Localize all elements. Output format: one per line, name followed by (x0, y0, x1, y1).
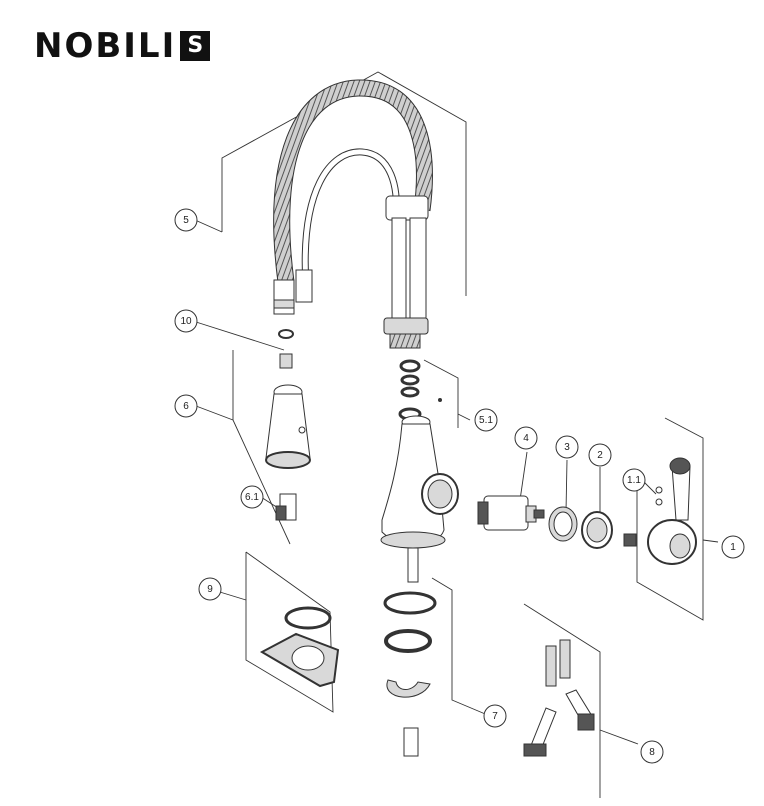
group-frame-7 (431, 577, 491, 717)
lever-handle-part (647, 457, 697, 565)
callout-circle (483, 704, 507, 728)
callout-label: 1 (730, 542, 736, 553)
callout-circle (555, 435, 579, 459)
callout-2: 2 (588, 443, 612, 467)
group-frame-5-1 (423, 359, 459, 428)
callout-label: 8 (649, 747, 655, 758)
callout-label: 4 (523, 433, 529, 444)
cap-nut-part (581, 511, 613, 549)
spout-cone-part (265, 384, 311, 469)
callout-circle (588, 443, 612, 467)
group-frame-9 (245, 551, 334, 713)
callout-label: 9 (207, 584, 213, 595)
group-frame-1 (636, 417, 704, 621)
callout-5-1: 5.1 (474, 408, 498, 432)
callout-8: 8 (640, 740, 664, 764)
callout-10: 10 (174, 309, 198, 333)
callout-circle (198, 577, 222, 601)
ring-part (548, 506, 578, 542)
faucet-body-part (380, 415, 459, 583)
brand-logo-mark: S (180, 31, 211, 61)
o-rings-part (398, 359, 422, 421)
group-frame-8 (523, 603, 601, 798)
callout-circle (174, 394, 198, 418)
cartridge-part (477, 495, 545, 531)
callout-label: 10 (180, 316, 192, 327)
callout-1: 1 (721, 535, 745, 559)
clip-part (275, 493, 297, 521)
callout-label: 5.1 (479, 415, 493, 426)
callout-9: 9 (198, 577, 222, 601)
callout-circle (514, 426, 538, 450)
callout-circle (174, 309, 198, 333)
base-plate-part (259, 606, 340, 688)
brand-logo: NOBILI S (34, 26, 211, 66)
group-frame-5 (221, 71, 467, 296)
callout-3: 3 (555, 435, 579, 459)
callout-circle (174, 208, 198, 232)
fixing-kit-part (383, 591, 437, 757)
brand-logo-mark-letter: S (187, 33, 204, 58)
callout-label: 1.1 (627, 475, 641, 486)
callout-label: 5 (183, 215, 189, 226)
callout-circle (640, 740, 664, 764)
callout-4: 4 (514, 426, 538, 450)
callout-label: 3 (564, 442, 570, 453)
callout-label: 6 (183, 401, 189, 412)
callout-label: 6.1 (245, 492, 259, 503)
callout-circle (474, 408, 498, 432)
callout-6-1: 6.1 (240, 485, 264, 509)
callout-circle (721, 535, 745, 559)
callout-label: 7 (492, 711, 498, 722)
callout-5: 5 (174, 208, 198, 232)
brand-name: NOBILI (34, 26, 177, 66)
supply-hoses-part (523, 639, 595, 757)
callout-7: 7 (483, 704, 507, 728)
hose-assembly-part (273, 79, 433, 349)
callout-circle (240, 485, 264, 509)
callout-label: 2 (597, 450, 603, 461)
callout-6: 6 (174, 394, 198, 418)
callout-layer: 1 1.1 2 3 4 5 5.1 6 6.1 7 8 9 10 (174, 208, 745, 764)
callout-circle (622, 468, 646, 492)
grub-screw-part (623, 486, 663, 547)
callout-1-1: 1.1 (622, 468, 646, 492)
